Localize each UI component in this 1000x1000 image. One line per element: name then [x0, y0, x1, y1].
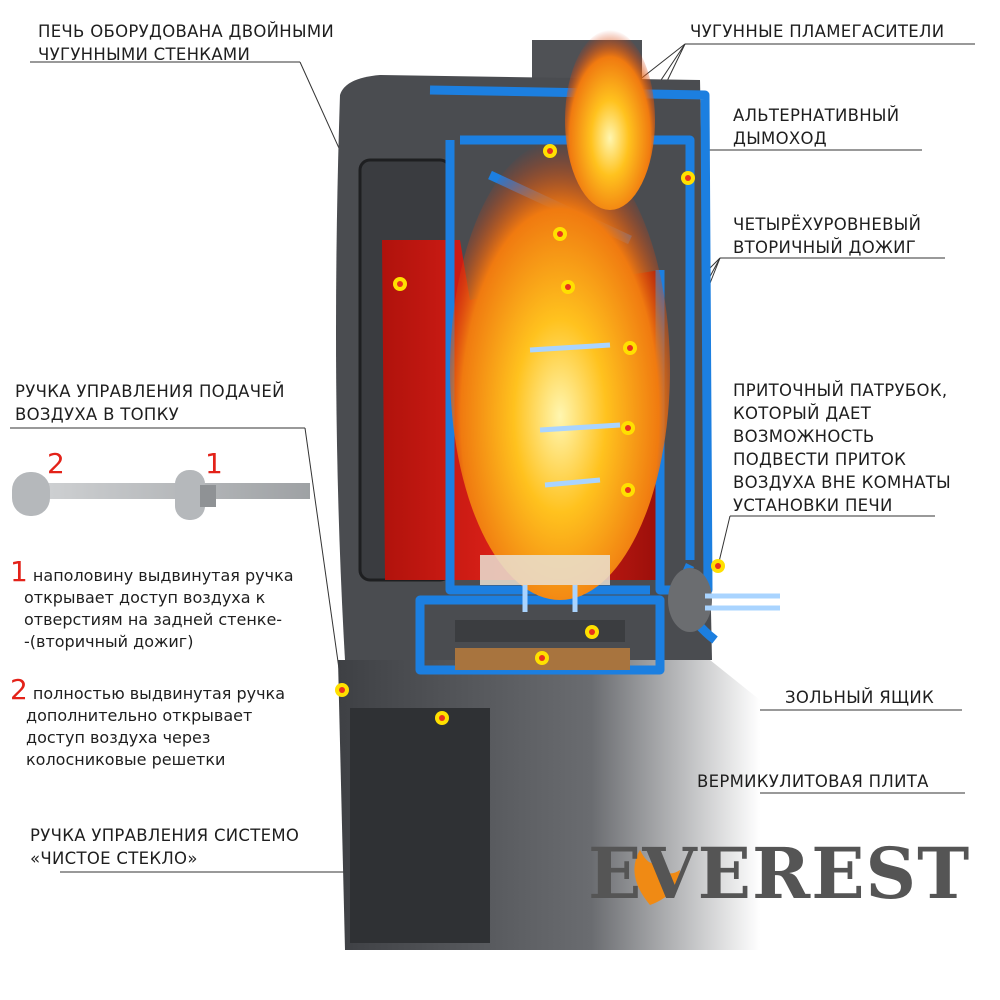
- flames: [450, 140, 670, 600]
- everest-logo: EVEREST: [588, 832, 971, 915]
- marker-dots: [335, 144, 725, 725]
- base-niche: [350, 708, 490, 943]
- handle-position-2: 2: [47, 447, 66, 480]
- chimney-flame: [565, 30, 655, 210]
- label-flame-dampers: ЧУГУННЫЕ ПЛАМЕГАСИТЕЛИ: [690, 22, 945, 41]
- logo-flame-icon: [634, 850, 680, 905]
- note-fully-extended: 2 полностью выдвинутая ручка дополнитель…: [10, 673, 286, 770]
- air-handle-illustration: [12, 470, 310, 520]
- air-inlet: [668, 568, 712, 632]
- note-half-extended: 1 наполовину выдвинутая ручка открывает …: [10, 555, 294, 652]
- label-ash-box: ЗОЛЬНЫЙ ЯЩИК: [785, 688, 935, 707]
- handle-position-1: 1: [205, 447, 224, 480]
- label-vermiculite: ВЕРМИКУЛИТОВАЯ ПЛИТА: [697, 772, 929, 791]
- label-clean-glass: РУЧКА УПРАВЛЕНИЯ СИСТЕМО«ЧИСТОЕ СТЕКЛО»: [30, 826, 300, 868]
- ash-box: [455, 620, 625, 642]
- air-flow-arrows: [522, 342, 780, 612]
- firewood: [480, 555, 610, 585]
